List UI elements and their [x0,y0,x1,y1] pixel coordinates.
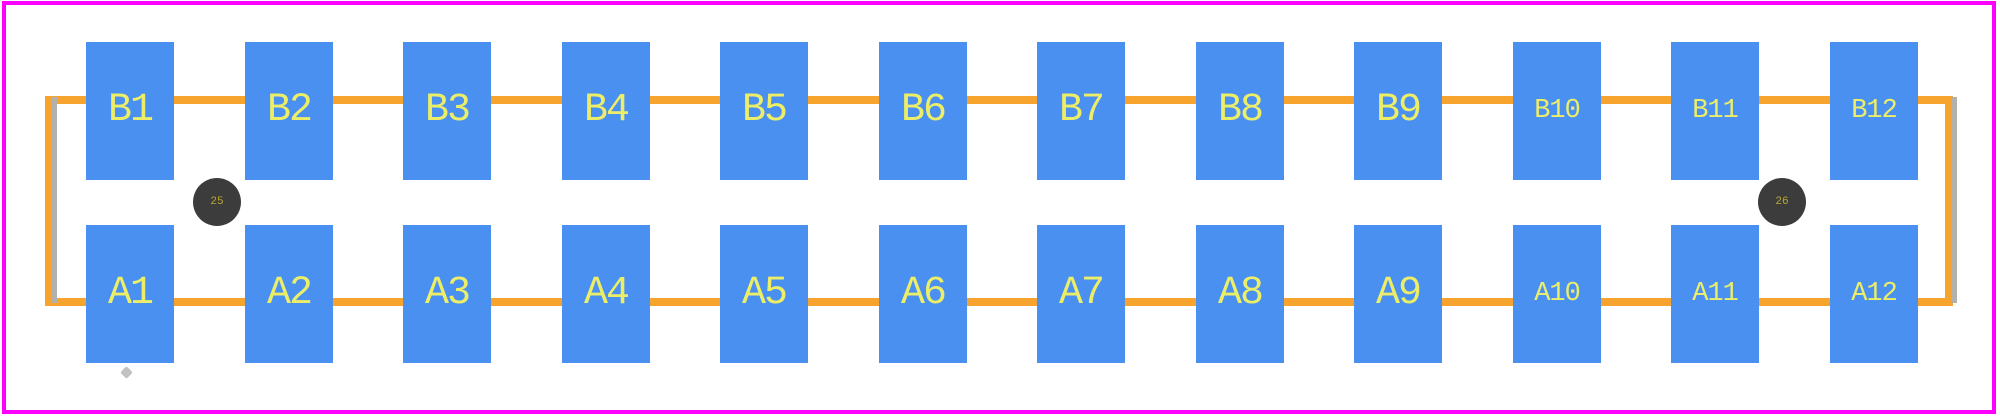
pad-a11: A11 [1671,225,1759,363]
pad-label: B11 [1692,95,1739,126]
pad-label: A5 [741,271,788,316]
pad-b11: B11 [1671,42,1759,180]
pad-label: B4 [583,88,630,133]
pad-label: A4 [583,271,630,316]
pad-b1: B1 [86,42,174,180]
pad-label: B6 [900,88,947,133]
pad-label: A8 [1217,271,1264,316]
pad-a9: A9 [1354,225,1442,363]
pad-b2: B2 [245,42,333,180]
pad-a6: A6 [879,225,967,363]
pad-a2: A2 [245,225,333,363]
pad-b4: B4 [562,42,650,180]
pad-label: B2 [266,88,313,133]
hole-label: 26 [1775,195,1789,208]
pad-b12: B12 [1830,42,1918,180]
pad-label: A10 [1534,278,1581,309]
pad-b9: B9 [1354,42,1442,180]
pad-label: B10 [1534,95,1581,126]
pad-b10: B10 [1513,42,1601,180]
pad-label: A7 [1058,271,1105,316]
pad-label: A11 [1692,278,1739,309]
pad-label: B7 [1058,88,1105,133]
silkscreen-outline [45,96,1953,306]
pin1-marker-diamond [120,366,133,379]
pad-label: A9 [1375,271,1422,316]
pad-b6: B6 [879,42,967,180]
pad-a5: A5 [720,225,808,363]
pad-label: A3 [424,271,471,316]
pad-a1: A1 [86,225,174,363]
pad-label: A12 [1851,278,1898,309]
mounting-hole-25: 25 [193,178,241,226]
pad-label: B9 [1375,88,1422,133]
pad-b5: B5 [720,42,808,180]
pad-a7: A7 [1037,225,1125,363]
assembly-line-left [52,97,57,303]
pad-a10: A10 [1513,225,1601,363]
pad-label: A2 [266,271,313,316]
pad-b3: B3 [403,42,491,180]
hole-label: 25 [210,195,224,208]
pad-label: B8 [1217,88,1264,133]
pad-label: B5 [741,88,788,133]
pad-b7: B7 [1037,42,1125,180]
pad-label: A6 [900,271,947,316]
pad-a4: A4 [562,225,650,363]
pad-label: B12 [1851,95,1898,126]
pad-a8: A8 [1196,225,1284,363]
pad-a3: A3 [403,225,491,363]
mounting-hole-26: 26 [1758,178,1806,226]
pad-a12: A12 [1830,225,1918,363]
pad-label: B3 [424,88,471,133]
pad-label: A1 [107,271,154,316]
assembly-line-right [1952,97,1957,303]
pad-b8: B8 [1196,42,1284,180]
pad-label: B1 [107,88,154,133]
